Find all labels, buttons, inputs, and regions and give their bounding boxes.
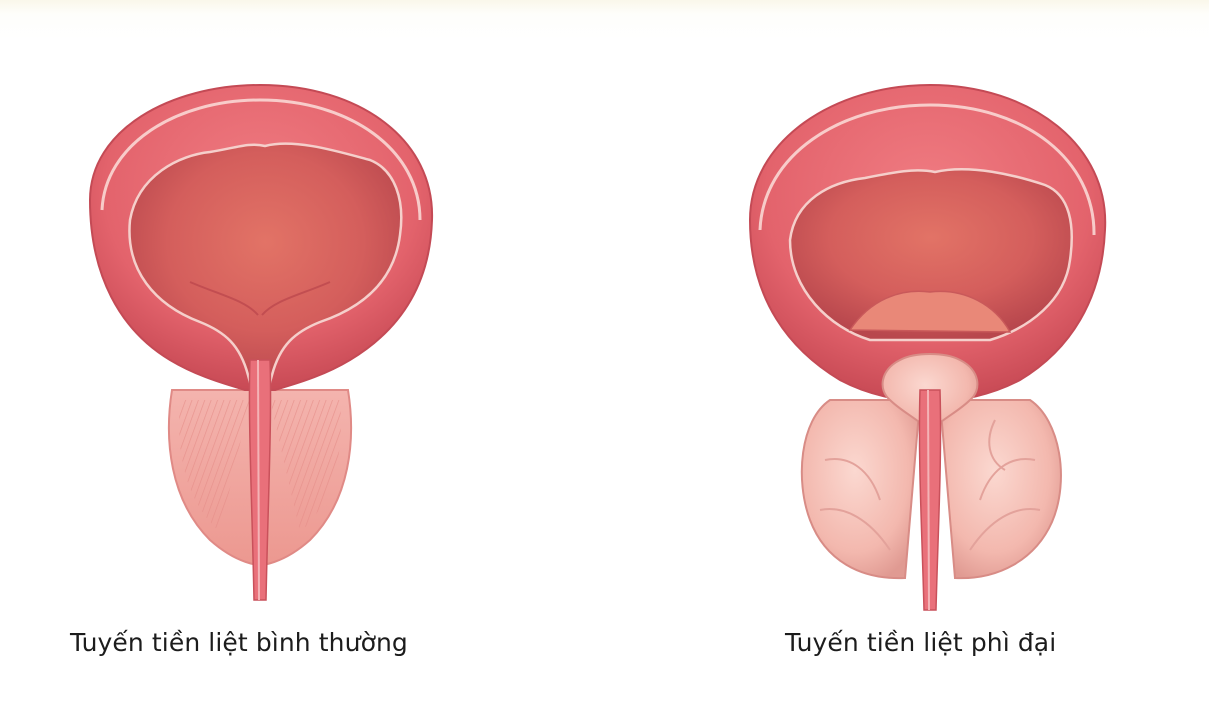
enlarged-urethra [919,390,940,610]
normal-prostate-svg [60,60,460,610]
normal-urethra [249,360,270,600]
normal-prostate-caption: Tuyến tiền liệt bình thường [70,623,408,663]
normal-prostate-illustration [60,60,460,610]
normal-bladder [90,85,432,390]
enlarged-prostate-caption: Tuyến tiền liệt phì đại [785,623,1056,663]
enlarged-prostate-illustration [730,60,1130,620]
enlarged-prostate-svg [730,60,1130,620]
